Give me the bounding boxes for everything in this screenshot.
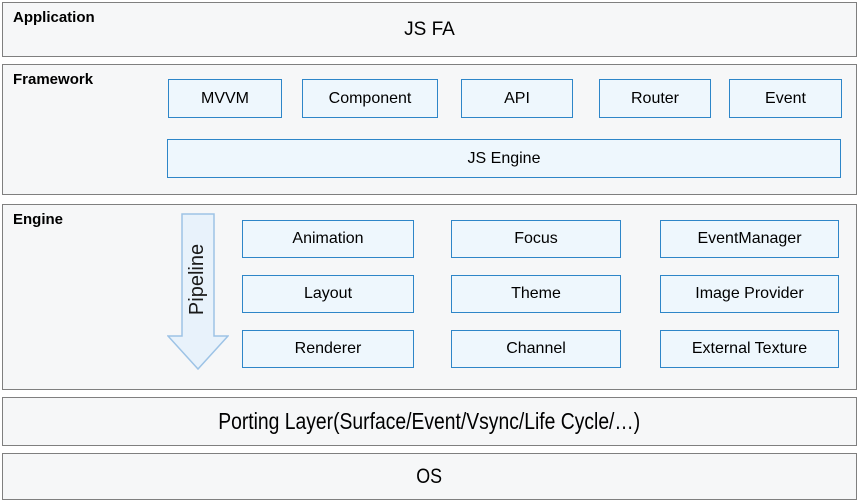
engine-box-eventmanager: EventManager <box>660 220 839 258</box>
engine-box-animation: Animation <box>242 220 414 258</box>
engine-box-focus: Focus <box>451 220 621 258</box>
module-box-mvvm: MVVM <box>168 79 282 118</box>
module-box-api: API <box>461 79 573 118</box>
module-box-router: Router <box>599 79 711 118</box>
pipeline-arrow-icon <box>167 213 229 371</box>
engine-box-image-provider: Image Provider <box>660 275 839 313</box>
layer-framework: Framework MVVM Component API Router Even… <box>2 64 857 195</box>
engine-box-layout: Layout <box>242 275 414 313</box>
engine-layer-label: Engine <box>13 211 64 228</box>
engine-box-external-texture: External Texture <box>660 330 839 368</box>
porting-layer-title: Porting Layer(Surface/Event/Vsync/Life C… <box>218 408 641 434</box>
os-title: OS <box>416 464 443 488</box>
engine-box-theme: Theme <box>451 275 621 313</box>
js-fa-title: JS FA <box>404 18 455 40</box>
module-box-component: Component <box>302 79 438 118</box>
framework-layer-label: Framework <box>13 71 94 88</box>
layer-engine: Engine Pipeline Animation Layout Rendere… <box>2 204 857 390</box>
layer-application: Application JS FA <box>2 2 857 57</box>
js-engine-box: JS Engine <box>167 139 841 178</box>
engine-box-renderer: Renderer <box>242 330 414 368</box>
layer-porting: Porting Layer(Surface/Event/Vsync/Life C… <box>2 397 857 446</box>
engine-box-channel: Channel <box>451 330 621 368</box>
application-layer-label: Application <box>13 9 95 26</box>
module-box-event: Event <box>729 79 842 118</box>
layer-os: OS <box>2 453 857 500</box>
